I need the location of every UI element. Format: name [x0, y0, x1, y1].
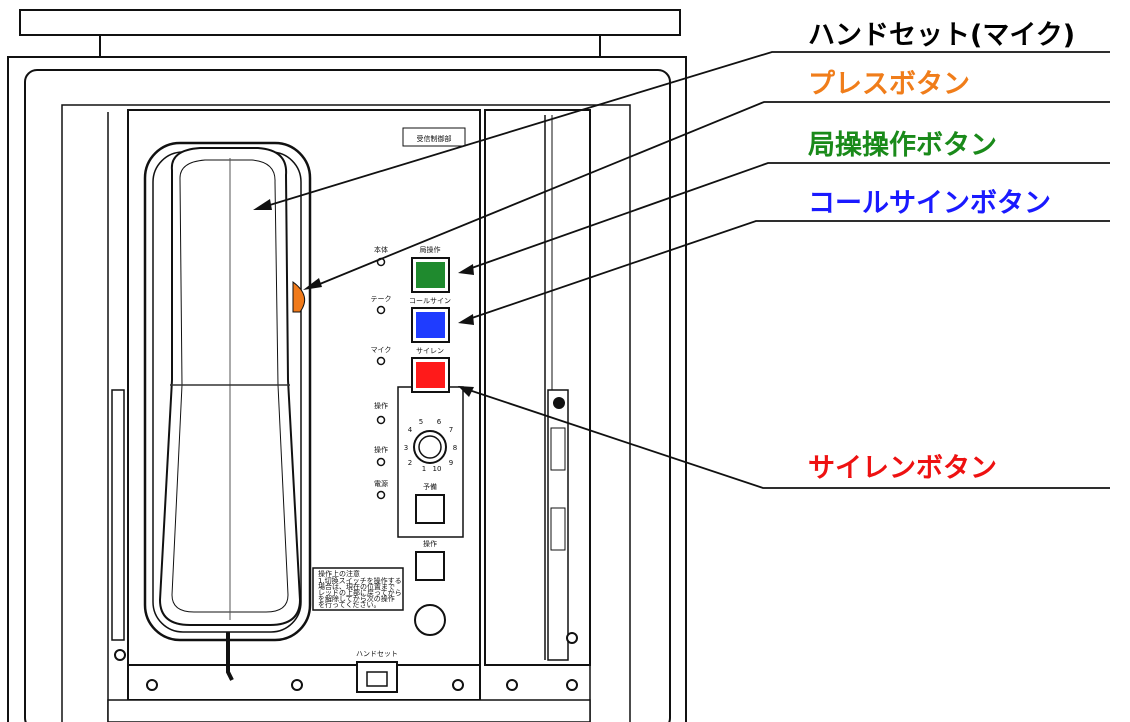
siren-button-caption: サイレン	[416, 347, 444, 355]
top-lid	[19, 9, 681, 36]
notice-line: レッドの上部に戻ってから	[318, 588, 402, 597]
callout-local-operation-button: 局操操作ボタン	[808, 130, 997, 161]
lamp-label-5: 操作	[374, 445, 388, 454]
handset-connector	[356, 661, 398, 693]
lamp-label-6: 電源	[374, 479, 388, 488]
cabinet-frame	[24, 69, 671, 722]
notice-line: を解除してから次の操作	[318, 594, 395, 603]
svg-text:10: 10	[433, 465, 442, 473]
svg-text:6: 6	[437, 418, 442, 426]
round-jack	[414, 604, 446, 636]
screws	[114, 649, 578, 691]
callout-siren-button: サイレンボタン	[808, 453, 997, 484]
svg-text:3: 3	[404, 444, 408, 452]
notice-line: 1.切換スイッチを操作する	[318, 576, 402, 585]
side-panel	[484, 109, 591, 666]
notice-line: 場合は、現在の位置まで	[318, 582, 395, 591]
local-button-caption: 局操作	[420, 245, 441, 254]
bottom-plate	[127, 664, 481, 701]
svg-text:7: 7	[449, 426, 453, 434]
svg-text:9: 9	[449, 459, 453, 467]
dial-numbers: 1 2 3 4 5 6 7 8 9 10	[404, 418, 457, 473]
plate-label: 受信制御部	[417, 134, 452, 143]
svg-text:8: 8	[453, 444, 457, 452]
lamp-label-1: 本体	[374, 245, 388, 254]
callout-arrowheads	[253, 199, 474, 397]
notice-line: を行ってください。	[318, 600, 380, 609]
press-button[interactable]	[292, 281, 306, 313]
lamp-label-2: テーク	[371, 295, 392, 303]
indicator-lamps	[376, 257, 386, 500]
notice-title: 操作上の注意	[318, 569, 360, 578]
svg-text:1: 1	[422, 465, 426, 473]
rotary-dial[interactable]	[413, 430, 447, 464]
svg-text:5: 5	[419, 418, 423, 426]
notice-box	[312, 567, 404, 611]
callsign-button-caption: コールサイン	[409, 297, 451, 305]
lamp-label-4: 操作	[374, 401, 388, 410]
callout-callsign-button: コールサインボタン	[808, 188, 1051, 219]
spare-button[interactable]	[415, 494, 445, 524]
callout-press-button: プレスボタン	[808, 69, 970, 100]
handset-connector-label: ハンドセット	[356, 650, 398, 658]
callout-leader-lines	[259, 51, 1110, 489]
handset	[143, 141, 312, 681]
callout-handset: ハンドセット(マイク)	[808, 20, 1076, 51]
svg-text:4: 4	[408, 426, 413, 434]
top-lid-inner	[99, 34, 601, 58]
operation-button-caption: 操作	[423, 539, 437, 548]
lamp-label-3: マイク	[371, 346, 392, 354]
operation-button[interactable]	[415, 551, 445, 581]
svg-text:2: 2	[408, 459, 412, 467]
spare-button-caption: 予備	[423, 482, 437, 491]
